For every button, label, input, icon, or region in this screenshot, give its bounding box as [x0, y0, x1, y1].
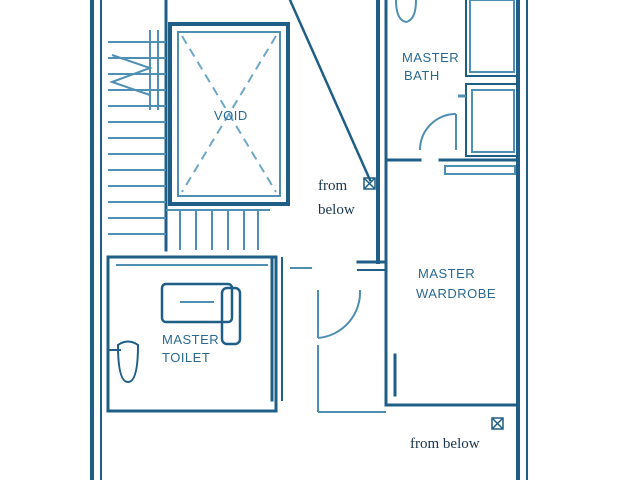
- void-area: [168, 22, 290, 206]
- from-below-upper-line2: below: [318, 202, 355, 218]
- from-below-upper-line1: from: [318, 178, 347, 194]
- master-toilet-label-line1: MASTER: [162, 332, 219, 347]
- master-bath-label-line1: MASTER: [402, 50, 459, 65]
- master-toilet-room: [106, 255, 283, 413]
- master-suite-walls: [356, 0, 520, 407]
- outer-walls: [90, 0, 528, 480]
- void-label: VOID: [214, 108, 248, 123]
- master-wardrobe-label-line1: MASTER: [418, 266, 475, 281]
- diagonal-line: [288, 0, 372, 182]
- corridor-doors: [290, 267, 386, 413]
- riser-marker-lower: [491, 417, 504, 430]
- riser-marker-upper: [363, 177, 376, 190]
- master-toilet-label-line2: TOILET: [162, 350, 210, 365]
- master-bath-label-line2: BATH: [404, 68, 440, 83]
- bath-fixtures: [395, 0, 519, 157]
- staircase: [108, 0, 270, 252]
- master-wardrobe-label-line2: WARDROBE: [416, 286, 496, 301]
- from-below-lower: from below: [410, 436, 480, 452]
